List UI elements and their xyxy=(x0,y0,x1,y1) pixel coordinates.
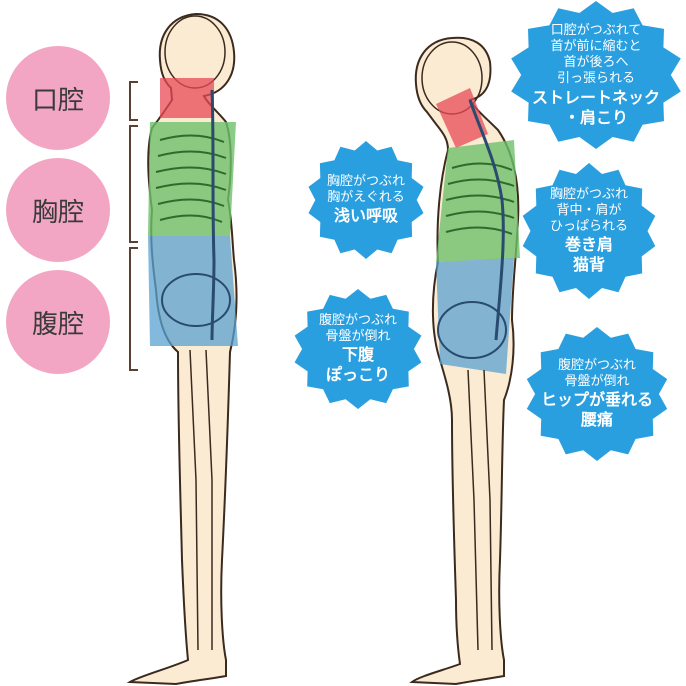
pelvis-right xyxy=(437,301,507,359)
badge-belly-line-2: 骨盤が倒れ xyxy=(325,329,391,344)
badge-breath-line-1: 胸腔がつぶれ xyxy=(326,173,405,189)
starburst-fill xyxy=(522,163,656,299)
ribs-left xyxy=(155,134,227,223)
badge-belly-headline-1: 下腹 xyxy=(341,345,374,365)
badge-belly-line-1: 腹腔がつぶれ xyxy=(318,312,397,328)
badge-neck-headline-2: ・肩こり xyxy=(563,107,628,127)
figure-bad-posture xyxy=(409,36,520,686)
badge-hip-shape xyxy=(526,327,668,461)
badge-shoulder-line-2: 背中・肩が xyxy=(556,202,622,218)
badge-belly-headline-2: ぽっこり xyxy=(325,365,390,385)
oral-zone-left xyxy=(160,78,214,118)
badge-breath-line-2: 胸がえぐれる xyxy=(327,190,405,205)
badge-shoulder: 胸腔がつぶれ 背中・肩が ひっぱられる 巻き肩 猫背 xyxy=(520,162,658,300)
label-oral-cavity: 口腔 xyxy=(6,46,110,150)
badge-belly-shape xyxy=(294,289,422,409)
figure-good-posture xyxy=(126,12,238,686)
badge-hip-line-2: 骨盤が倒れ xyxy=(564,374,630,389)
badge-neck-shape xyxy=(511,1,681,149)
pelvis-left xyxy=(161,273,231,327)
badge-breath: 胸腔がつぶれ 胸がえぐれる 浅い呼吸 xyxy=(306,140,426,260)
badge-neck-headline-1: ストレートネック xyxy=(531,87,660,107)
starburst-fill xyxy=(294,289,422,409)
badge-shoulder-line-3: ひっぱられる xyxy=(549,219,628,235)
ribs-right xyxy=(445,162,515,235)
label-chest-cavity: 胸腔 xyxy=(6,158,110,262)
badge-breath-shape xyxy=(308,141,424,259)
badge-neck-line-2: 首が前に縮むと xyxy=(550,38,642,54)
badge-hip-headline-1: ヒップが垂れる xyxy=(540,390,653,410)
badge-shoulder-headline-2: 猫背 xyxy=(572,255,605,275)
badge-breath-headline: 浅い呼吸 xyxy=(333,206,398,226)
badge-hip: 腹腔がつぶれ 骨盤が倒れ ヒップが垂れる 腰痛 xyxy=(524,326,670,462)
badge-neck-line-3: 首が後ろへ xyxy=(563,55,629,70)
brackets-left xyxy=(129,81,138,371)
leg-bones-left xyxy=(189,349,213,651)
starburst-fill xyxy=(511,1,681,149)
badge-hip-line-1: 腹腔がつぶれ xyxy=(557,357,636,373)
spine-right xyxy=(468,99,505,341)
starburst-fill xyxy=(308,141,424,259)
badge-neck-line-4: 引っ張られる xyxy=(556,71,635,87)
badge-belly: 腹腔がつぶれ 骨盤が倒れ 下腹 ぽっこり xyxy=(292,288,424,410)
spine-left xyxy=(210,89,216,341)
abdomen-zone-left xyxy=(148,236,238,346)
starburst-fill xyxy=(526,327,668,461)
chest-zone-right xyxy=(436,140,520,262)
abdomen-zone-right xyxy=(436,258,514,374)
leg-bones-right xyxy=(467,369,493,651)
oral-zone-right xyxy=(436,88,488,148)
badge-neck-line-1: 口腔がつぶれて xyxy=(550,22,642,38)
badge-shoulder-line-1: 胸腔がつぶれ xyxy=(549,186,628,202)
badge-hip-headline-2: 腰痛 xyxy=(580,410,613,430)
badge-shoulder-headline-1: 巻き肩 xyxy=(564,235,613,255)
label-abdominal-cavity: 腹腔 xyxy=(6,270,110,374)
badge-shoulder-shape xyxy=(522,163,656,299)
badge-neck: 口腔がつぶれて 首が前に縮むと 首が後ろへ 引っ張られる ストレートネック ・肩… xyxy=(508,0,684,150)
